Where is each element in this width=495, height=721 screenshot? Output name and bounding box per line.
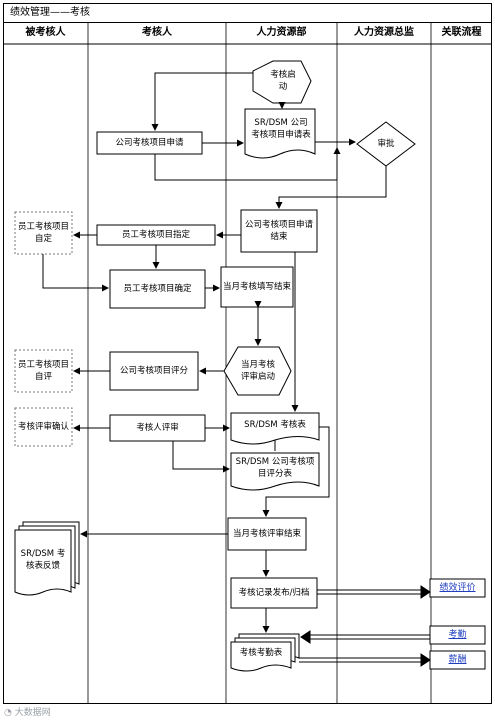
month-review-end-shape [227, 517, 307, 551]
company-eval-shape [109, 351, 199, 391]
watermark-text: 大数据网 [14, 708, 51, 718]
edge-form-to-end [262, 426, 330, 517]
node-apply-end: 公司考核项目申请结束 [244, 220, 313, 242]
node-month-fill-end: 当月考核填写结束 [223, 282, 292, 292]
link-salary[interactable]: 薪酬 [448, 655, 467, 665]
perf-eval-box [429, 578, 486, 598]
month-review-start-shape [223, 346, 292, 396]
node-start: 考核启动 [270, 70, 296, 92]
node-employee-confirm: 员工考核项目确定 [123, 284, 192, 294]
arrowhead-salary [420, 653, 431, 667]
node-month-review-end: 当月考核评审结束 [232, 529, 301, 539]
employee-confirm-shape [109, 269, 206, 309]
feedback-doc-front [14, 529, 72, 596]
node-sr-dsm-form: SR/DSM 考核表 [244, 420, 306, 430]
edge-review-to-score [172, 441, 230, 473]
node-employee-define: 员工考核项目自定 [17, 222, 69, 244]
attendance-doc-front [230, 641, 292, 672]
flowchart-canvas [3, 22, 492, 704]
month-fill-end-shape [220, 266, 294, 308]
node-employee-self-eval: 员工考核项目自评 [17, 360, 69, 382]
lane-header-appraisee: 被考核人 [25, 27, 66, 38]
node-record-archive: 考核记录发布/归档 [238, 588, 310, 598]
arrowhead-attendance [300, 630, 311, 644]
node-reviewer-review: 考核人评审 [136, 423, 179, 433]
sr-dsm-score-form-shape [230, 452, 320, 491]
review-confirm-shape [14, 407, 73, 447]
node-employee-assign: 员工考核项目指定 [121, 230, 190, 240]
node-sr-dsm-score-form: SR/DSM 公司考核项目评分表 [235, 457, 315, 479]
lane-header-related: 关联流程 [441, 27, 482, 38]
arrowhead-perf [420, 585, 431, 599]
chart-title: 绩效管理——考核 [3, 3, 492, 23]
lane-header-appraiser: 考核人 [142, 27, 172, 38]
link-perf-eval[interactable]: 绩效评价 [439, 583, 476, 593]
sr-dsm-form-shape [230, 412, 320, 445]
node-company-apply: 公司考核项目申请 [115, 138, 184, 148]
employee-self-eval-shape [14, 349, 73, 393]
watermark: ◔ 大数据网 [4, 705, 51, 718]
node-attendance-form: 考核考勤表 [239, 648, 283, 658]
employee-define-shape [14, 211, 73, 255]
node-feedback: SR/DSM 考核表反馈 [20, 549, 66, 571]
watermark-icon: ◔ [4, 708, 15, 718]
flowchart-stage: 被考核人 考核人 人力资源部 人力资源总监 关联流程 考核启动 SR/DSM 公… [3, 22, 492, 704]
edge-define-to-confirm [42, 254, 109, 292]
node-month-review-start: 当月考核评审启动 [240, 360, 275, 382]
lane-header-hr-director: 人力资源总监 [354, 27, 414, 38]
record-archive-shape [230, 577, 318, 609]
reviewer-review-shape [109, 414, 206, 442]
node-review-confirm: 考核评审确认 [17, 422, 69, 432]
start-shape [252, 60, 312, 104]
edge-approve-to-end [275, 166, 387, 209]
edge-apply-to-approve [154, 147, 341, 181]
lane-header-hr: 人力资源部 [256, 27, 307, 38]
apply-end-shape [240, 209, 318, 253]
link-attendance[interactable]: 考勤 [448, 630, 467, 640]
node-approve: 审批 [377, 139, 395, 149]
node-apply-form: SR/DSM 公司考核项目申请表 [251, 118, 311, 140]
node-company-eval: 公司考核项目评分 [119, 366, 188, 376]
lane-frame [3, 22, 492, 704]
edge-start-to-apply [151, 72, 253, 131]
apply-form-shape [244, 108, 316, 159]
